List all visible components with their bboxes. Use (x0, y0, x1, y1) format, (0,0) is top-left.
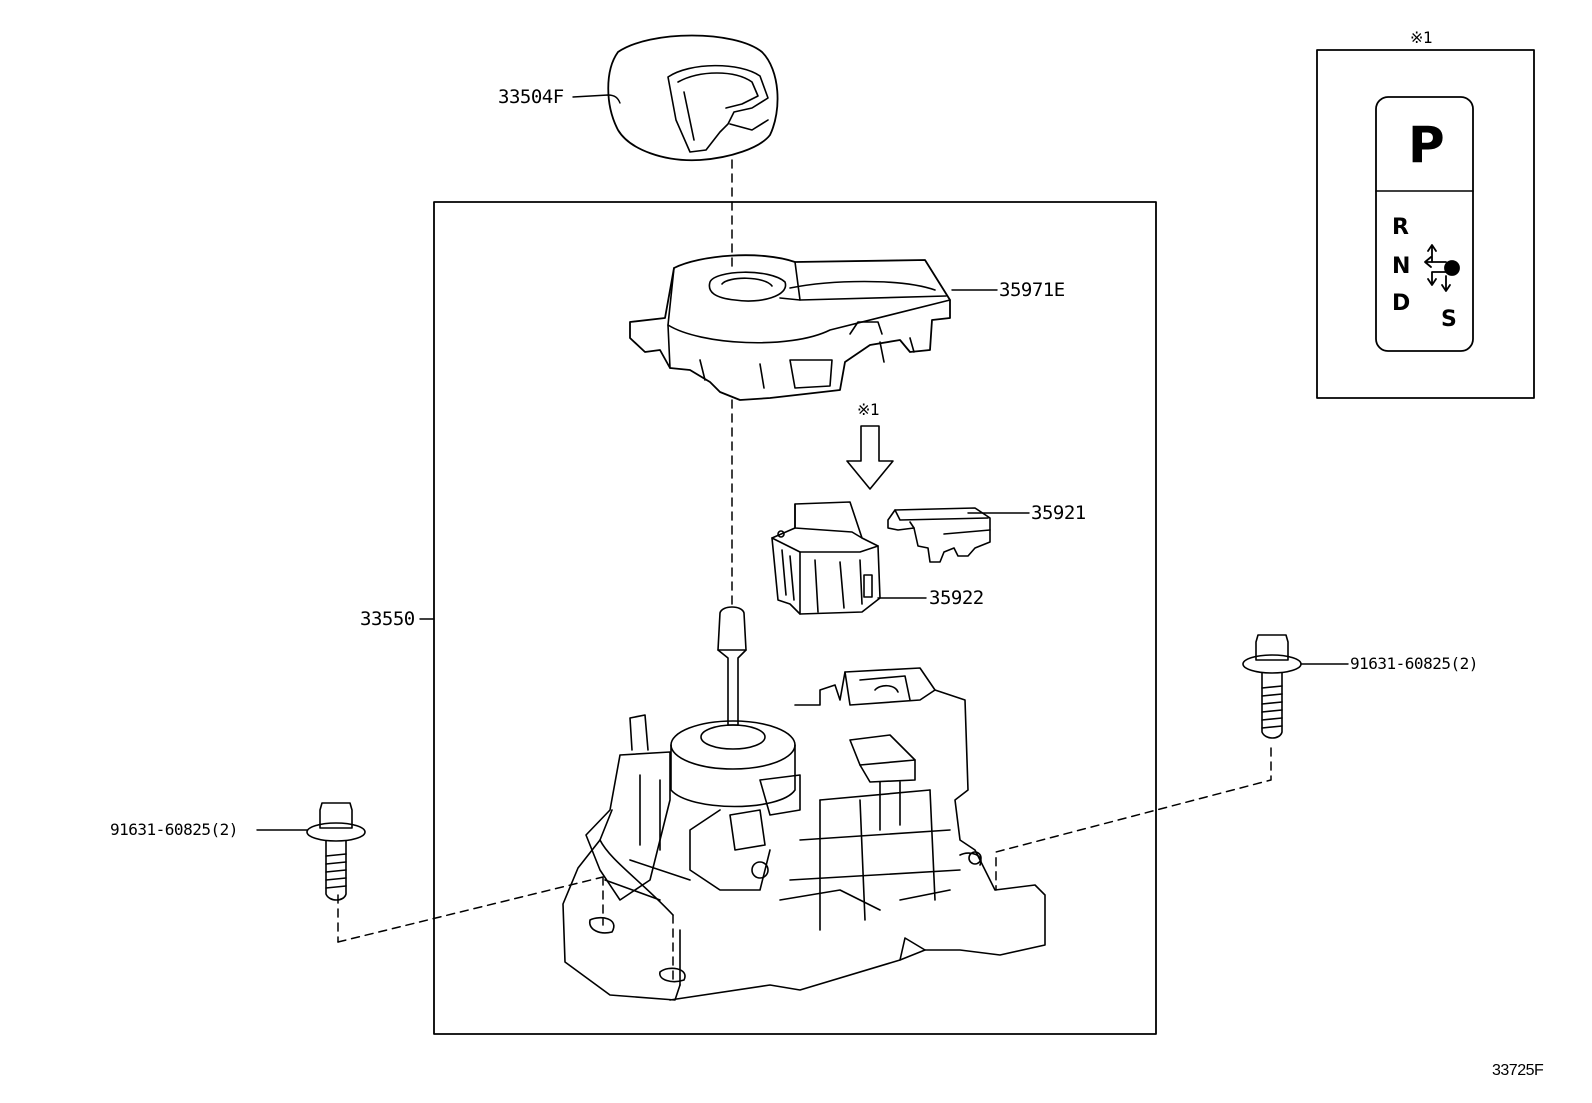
bolt-right-drawing (1242, 634, 1302, 739)
gear-drive: D (1392, 291, 1411, 316)
label-bolt-left: 91631-60825(2) (110, 820, 238, 839)
shift-housing-drawing (629, 254, 951, 401)
shift-knob-drawing (607, 34, 779, 162)
bolt-left-drawing (306, 802, 366, 901)
label-35971E: 35971E (999, 279, 1065, 301)
label-bolt-right: 91631-60825(2) (1350, 654, 1478, 673)
note-ref-arrow: ※1 (857, 400, 880, 419)
label-33504F: 33504F (498, 86, 564, 108)
gate-panel-box (1316, 49, 1535, 399)
shift-pattern-icon (1424, 244, 1460, 292)
shift-base-drawing (562, 606, 1046, 1001)
diagram-id: 33725F (1492, 1062, 1544, 1079)
gear-park: P (1408, 116, 1445, 174)
part-35922-drawing (771, 501, 881, 615)
gear-sport: S (1441, 307, 1457, 332)
label-35921: 35921 (1031, 502, 1086, 524)
part-35921-drawing (887, 507, 991, 563)
label-33550: 33550 (360, 608, 415, 630)
gear-reverse: R (1392, 215, 1409, 240)
note-ref-top: ※1 (1410, 28, 1433, 47)
alignment-lines (337, 159, 1272, 981)
gear-neutral: N (1392, 254, 1411, 279)
shift-gate-plate (1375, 96, 1474, 352)
label-35922: 35922 (929, 587, 984, 609)
assembly-boundary-box (433, 201, 1157, 1035)
reference-arrow (846, 425, 894, 490)
leader-lines (256, 94, 1349, 831)
